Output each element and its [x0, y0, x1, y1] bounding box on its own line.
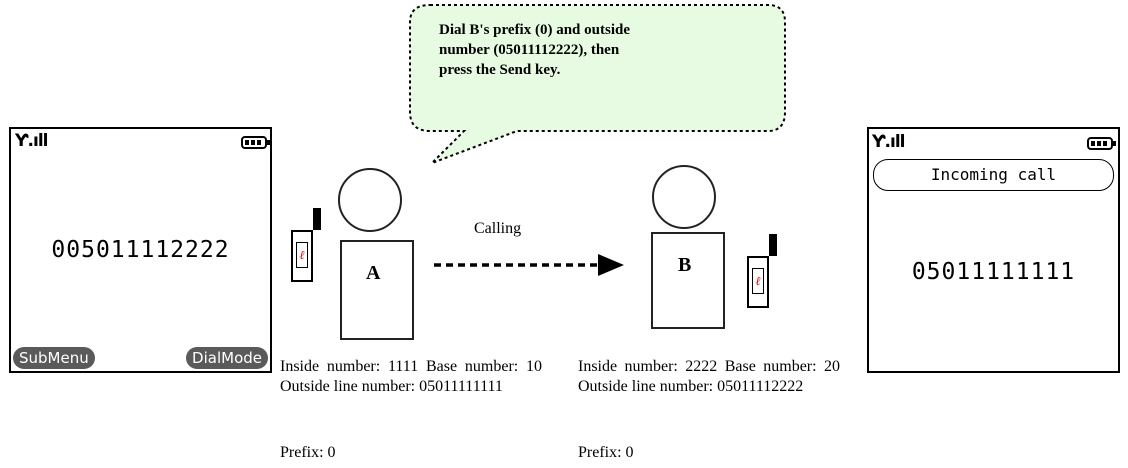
person-b-label: B [678, 254, 692, 276]
person-b-prefix: Prefix: 0 [578, 444, 634, 461]
submenu-softkey[interactable]: SubMenu [13, 347, 95, 369]
person-a-head [338, 168, 402, 232]
receiver-phone-screen: Ƴ.ıll Incoming call 05011111111 [867, 127, 1120, 373]
dialed-number: 005011112222 [51, 237, 230, 263]
person-a-info: Inside number: 1111 Base number: 10 Outs… [280, 358, 542, 395]
handset-a: ℓ [291, 230, 313, 282]
calling-arrow [434, 254, 624, 276]
battery-icon [1087, 137, 1116, 150]
incoming-call-banner: Incoming call [873, 159, 1114, 191]
person-b-head [652, 165, 716, 229]
person-a-prefix: Prefix: 0 [280, 444, 336, 461]
person-a-body [340, 240, 414, 340]
handset-a-antenna [313, 208, 321, 230]
dialmode-softkey[interactable]: DialMode [186, 347, 268, 369]
caller-number: 05011111111 [911, 259, 1076, 285]
person-b-body [651, 232, 725, 329]
calling-label: Calling [474, 220, 522, 237]
caller-phone-screen: Ƴ.ıll 005011112222 SubMenu DialMode [9, 127, 272, 373]
signal-strength-icon: Ƴ.ıll [15, 131, 48, 151]
bubble-instruction: Dial B's prefix (0) and outside number (… [439, 22, 630, 78]
person-b-info: Inside number: 2222 Base number: 20 Outs… [578, 358, 840, 395]
person-a-label: A [366, 262, 381, 284]
handset-b: ℓ [747, 256, 769, 308]
handset-b-antenna [769, 234, 777, 256]
signal-strength-icon: Ƴ.ıll [872, 132, 905, 152]
battery-icon [241, 136, 270, 149]
